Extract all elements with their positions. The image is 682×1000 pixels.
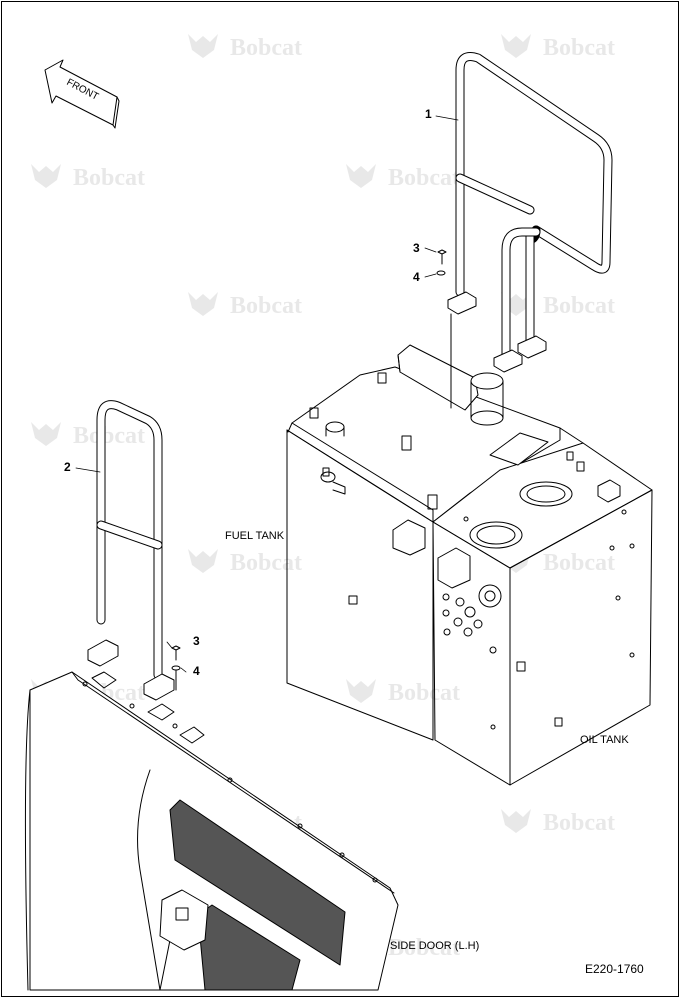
bobcat-logo-icon: [25, 418, 67, 455]
bobcat-logo-icon: [182, 288, 224, 325]
bobcat-logo-icon: [495, 805, 537, 842]
fuel-tank-label: FUEL TANK: [225, 530, 285, 542]
callout-washer-lower: 4: [193, 664, 200, 678]
watermark: Bobcat: [495, 30, 615, 67]
leader-lines: [75, 115, 459, 673]
watermark: Bobcat: [182, 545, 302, 582]
bobcat-logo-icon: [182, 545, 224, 582]
watermark: Bobcat: [495, 805, 615, 842]
callout-washer-upper: 4: [413, 270, 420, 284]
callout-handrail-tank: 1: [425, 107, 432, 121]
watermark: Bobcat: [25, 160, 145, 197]
handrail-tank: [436, 52, 613, 409]
watermark: Bobcat: [182, 288, 302, 325]
bobcat-logo-icon: [25, 160, 67, 197]
handrail-door: [87, 400, 181, 701]
watermark: Bobcat: [25, 418, 145, 455]
bobcat-logo-icon: [495, 30, 537, 67]
watermark: Bobcat: [340, 160, 460, 197]
side-door: [24, 671, 399, 991]
fuel-tank: [286, 344, 561, 741]
drawing-number: E220-1760: [585, 962, 644, 976]
watermark: Bobcat: [182, 30, 302, 67]
bobcat-logo-icon: [182, 30, 224, 67]
side-door-label: SIDE DOOR (L.H): [390, 940, 480, 952]
callout-handrail-door: 2: [64, 460, 71, 474]
oil-tank-label: OIL TANK: [580, 734, 629, 746]
bobcat-logo-icon: [340, 675, 382, 712]
oil-tank: [432, 427, 653, 786]
bobcat-logo-icon: [340, 160, 382, 197]
callout-bolt-upper: 3: [413, 241, 420, 255]
front-arrow: FRONT: [44, 59, 120, 129]
watermark: Bobcat: [340, 675, 460, 712]
callout-bolt-lower: 3: [193, 634, 200, 648]
